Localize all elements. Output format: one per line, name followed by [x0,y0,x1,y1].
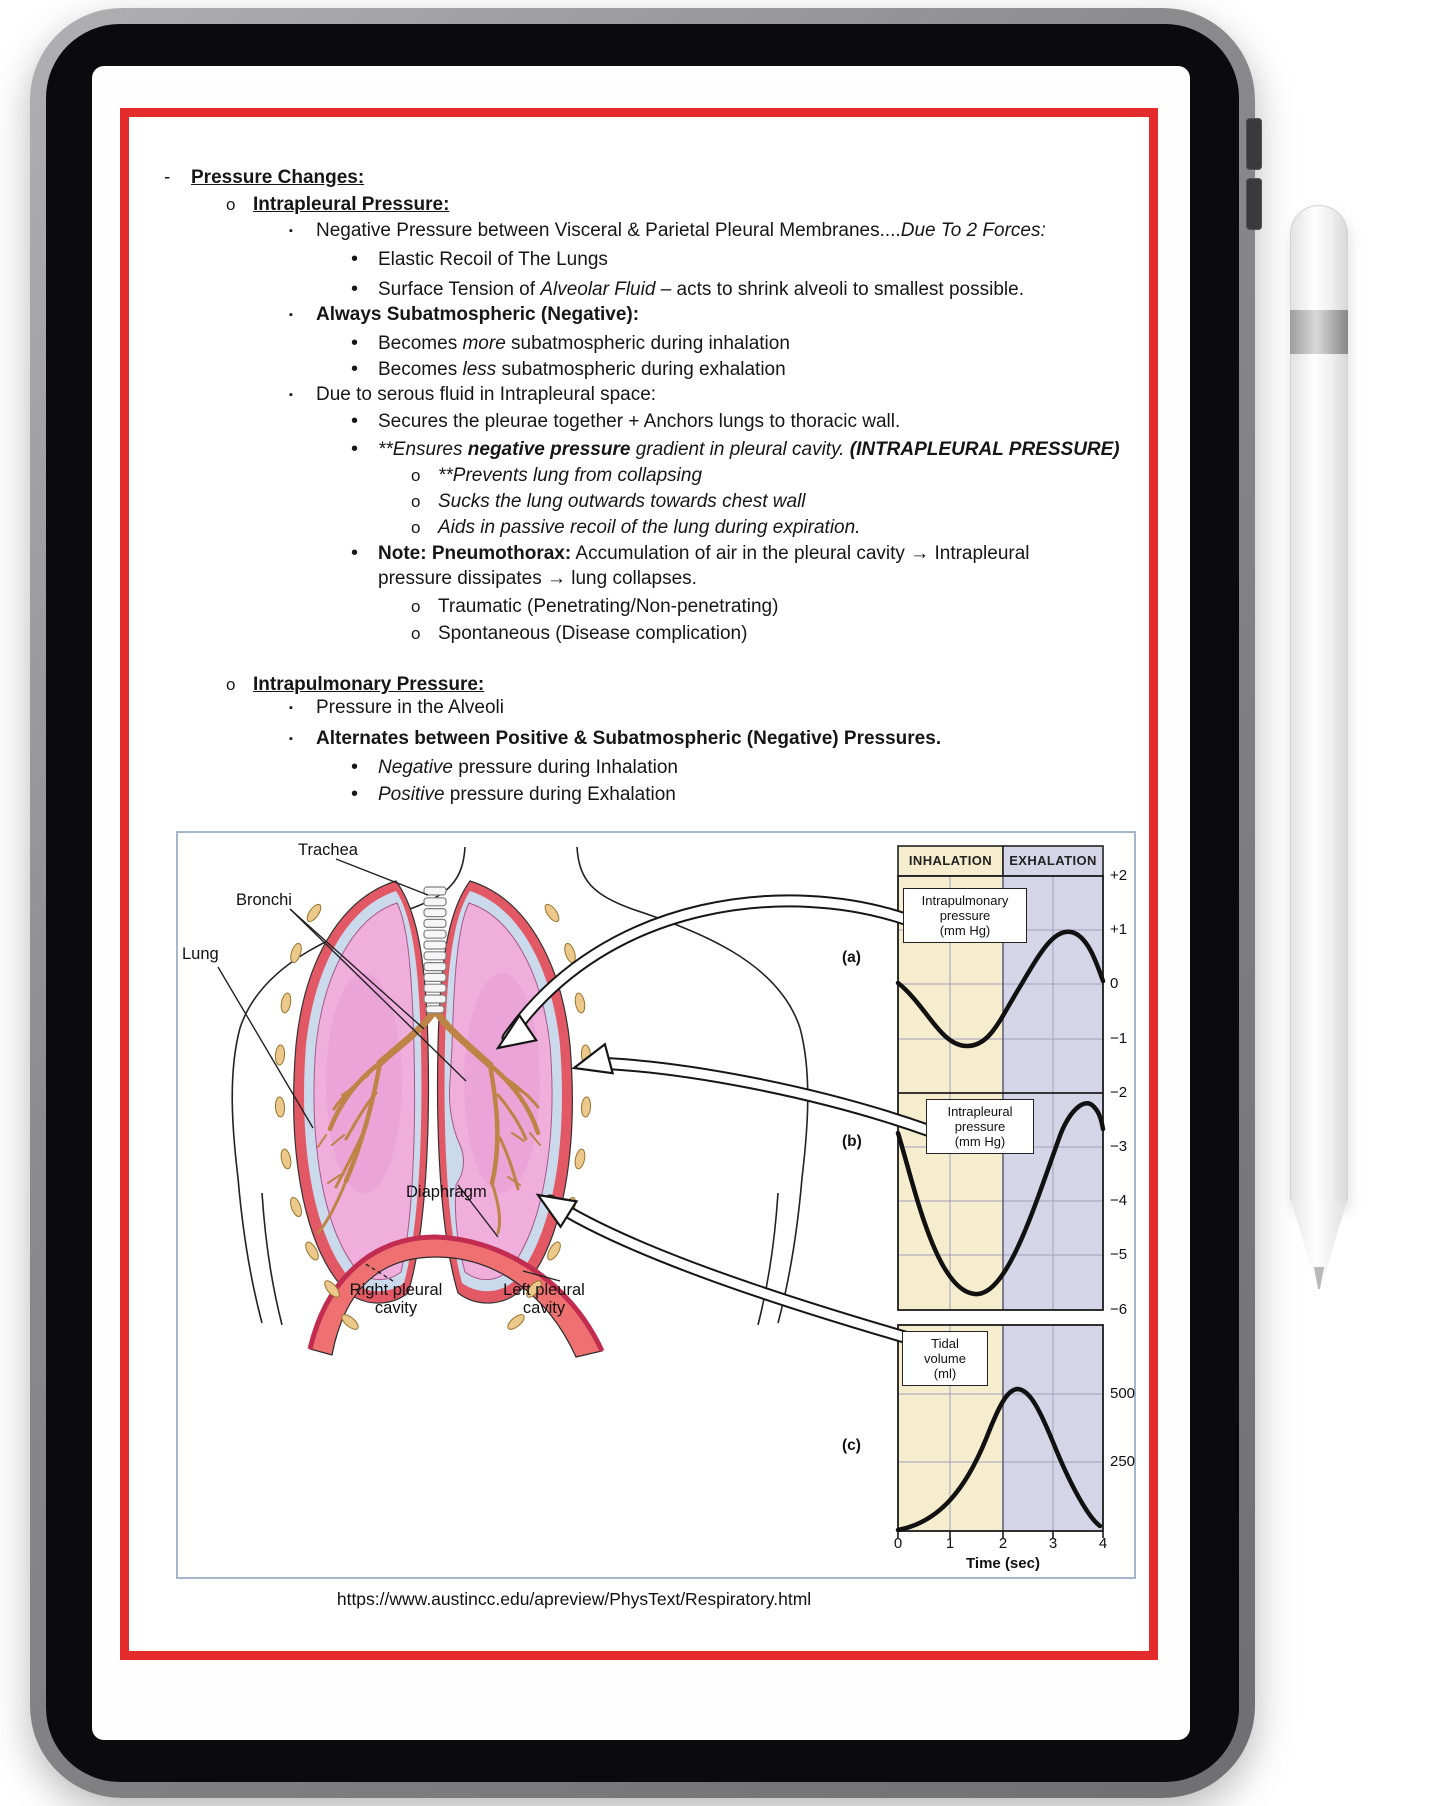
heading-intrapleural: Intrapleural Pressure: [253,194,450,215]
ytick: 0 [1110,975,1119,992]
heading-pressure-changes: Pressure Changes: [191,167,365,188]
label-lung: Lung [182,945,219,963]
bullet-dash: - [164,167,171,188]
bullet-dot: • [351,358,359,380]
volume-down-button[interactable] [1246,178,1262,230]
intrapulmonary-curve [895,929,1106,1049]
notes-document: -Pressure Changes: o Intrapleural Pressur… [129,117,1149,1651]
note-line: o Intrapulmonary Pressure: [226,673,484,697]
bullet-square: ▪ [289,733,293,745]
ytick: −1 [1110,1030,1128,1047]
intrapleural-curve [895,1101,1106,1297]
ytick: +2 [1110,867,1128,884]
note-line: o**Prevents lung from collapsing [411,465,703,486]
intrapulmonary-pressure-box: Intrapulmonary pressure (mm Hg) [903,888,1027,943]
ytick: −3 [1110,1138,1128,1155]
tidal-volume-curve [895,1386,1103,1533]
respiratory-figure: Trachea Bronchi Lung Diaphragm Right ple… [176,831,1136,1579]
bullet-dot: • [351,332,359,354]
pencil-band [1290,310,1348,354]
note-line: •Positive pressure during Exhalation [351,783,676,805]
note-line: ▪Pressure in the Alveoli [289,697,504,718]
note-line: pressure dissipates → lung collapses. [378,568,697,589]
note-line: •Surface Tension of Alveolar Fluid – act… [351,278,1024,300]
ytick: −2 [1110,1084,1128,1101]
ytick: −6 [1110,1301,1128,1318]
panel-c-label: (c) [842,1437,861,1454]
note-line: -Pressure Changes: [164,166,364,190]
bullet-dot: • [351,756,359,778]
ytick: 500 [1110,1385,1136,1402]
xtick: 4 [1098,1535,1108,1552]
bullet-circle: o [226,195,236,214]
bullet-circle: o [411,597,421,616]
figure-artwork [217,845,1106,1538]
bullet-dot: • [351,542,359,564]
bullet-square: ▪ [289,702,293,714]
document-red-border: -Pressure Changes: o Intrapleural Pressur… [120,108,1158,1660]
note-line: •Note: Pneumothorax: Accumulation of air… [351,542,1030,564]
bullet-circle: o [226,675,236,694]
bullet-square: ▪ [289,309,293,321]
heading-intrapulmonary: Intrapulmonary Pressure: [253,674,485,695]
xtick: 0 [893,1535,903,1552]
ytick: −5 [1110,1246,1128,1263]
bullet-dot: • [351,438,359,460]
label-right-pleural-cavity: Right pleural cavity [349,1281,443,1317]
ytick: 250 [1110,1453,1136,1470]
ytick: +1 [1110,921,1128,938]
bullet-dot: • [351,278,359,300]
note-line: •Becomes less subatmospheric during exha… [351,358,786,380]
label-diaphragm: Diaphragm [406,1183,487,1201]
note-line: ▪Negative Pressure between Visceral & Pa… [289,220,1046,241]
time-axis-label: Time (sec) [966,1555,1040,1572]
bullet-circle: o [411,518,421,537]
bullet-circle: o [411,466,421,485]
volume-up-button[interactable] [1246,118,1262,170]
note-line: •Elastic Recoil of The Lungs [351,248,608,270]
bullet-dot: • [351,248,359,270]
pencil-nib [1313,1267,1325,1289]
source-url[interactable]: https://www.austincc.edu/apreview/PhysTe… [336,1589,812,1609]
label-trachea: Trachea [298,841,358,859]
note-line: •Becomes more subatmospheric during inha… [351,332,790,354]
note-line: •Secures the pleurae together + Anchors … [351,410,901,432]
panel-b-label: (b) [842,1133,862,1150]
note-line: •**Ensures negative pressure gradient in… [351,438,1120,460]
bullet-dot: • [351,410,359,432]
label-left-pleural-cavity: Left pleural cavity [503,1281,585,1317]
pencil-body [1290,205,1348,1204]
intrapleural-pressure-box: Intrapleural pressure (mm Hg) [926,1099,1034,1154]
ytick: −4 [1110,1192,1128,1209]
exhalation-header: EXHALATION [1009,853,1097,868]
bullet-circle: o [411,492,421,511]
inhalation-header: INHALATION [908,853,993,868]
note-line: ▪Always Subatmospheric (Negative): [289,304,640,325]
label-bronchi: Bronchi [236,891,292,909]
tidal-volume-box: Tidal volume (ml) [902,1331,988,1386]
bullet-dot: • [351,783,359,805]
bullet-circle: o [411,624,421,643]
note-line: •Negative pressure during Inhalation [351,756,678,778]
bullet-square: ▪ [289,225,293,237]
stylus-pencil[interactable] [1290,205,1348,1300]
xtick: 2 [998,1535,1008,1552]
note-line: ▪Alternates between Positive & Subatmosp… [289,728,942,749]
xtick: 3 [1048,1535,1058,1552]
xtick: 1 [945,1535,955,1552]
bullet-square: ▪ [289,389,293,401]
panel-a-label: (a) [842,949,861,966]
note-line: ▪Due to serous fluid in Intrapleural spa… [289,384,657,405]
note-line: o Intrapleural Pressure: [226,193,449,217]
